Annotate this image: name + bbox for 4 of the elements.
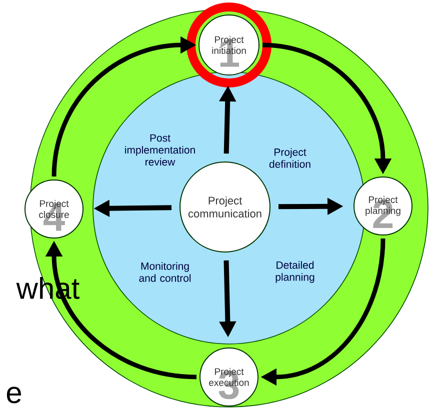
stage-label: Detailed planning xyxy=(276,261,314,283)
stage-label: Project definition xyxy=(269,148,310,168)
slide-text: e xyxy=(6,386,22,404)
stage-label: Monitoring and control xyxy=(139,262,191,282)
